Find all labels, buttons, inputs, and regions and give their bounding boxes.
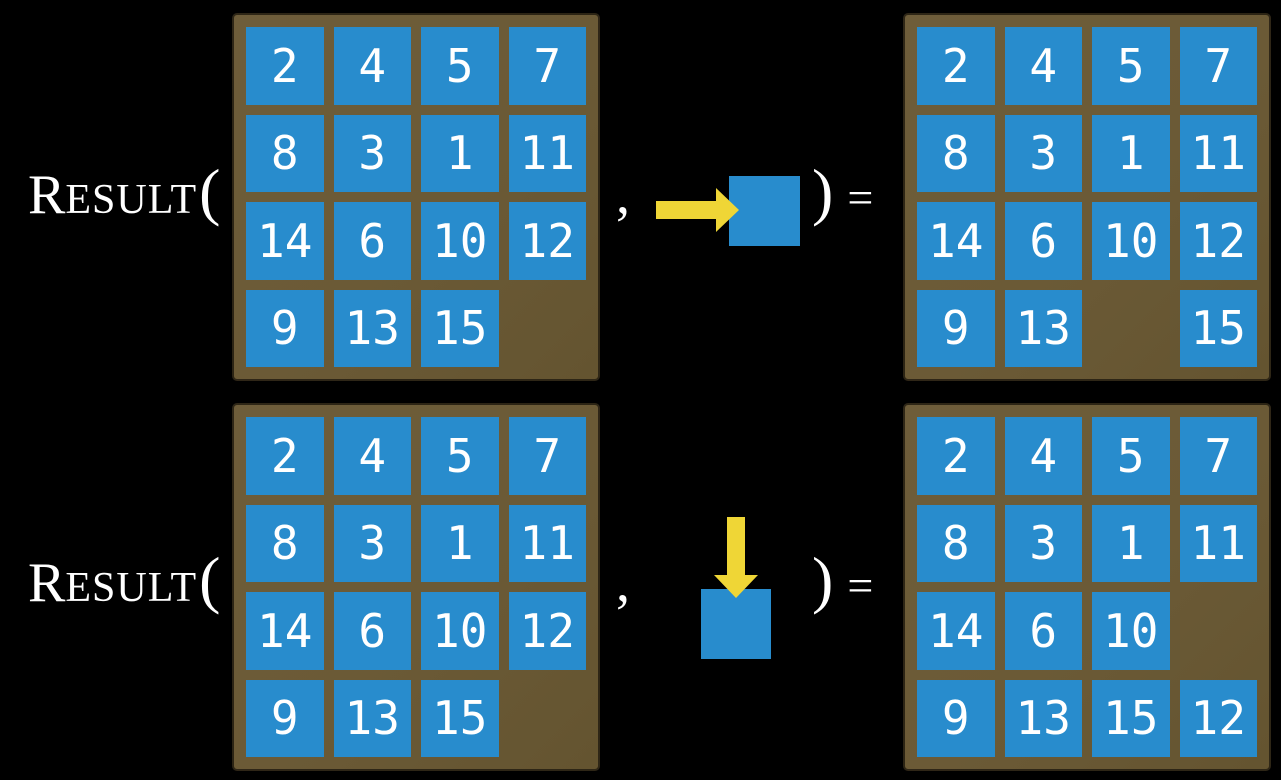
puzzle-tile: 4 [333,417,411,495]
result-label-initial: R [28,552,66,614]
puzzle-tile: 2 [246,417,324,495]
puzzle-tile: 1 [1092,114,1170,192]
blank-cell [1092,290,1170,368]
puzzle-tile: 5 [1092,27,1170,105]
blank-cell [509,290,587,368]
puzzle-tile: 4 [1004,27,1082,105]
puzzle-tile: 8 [246,504,324,582]
puzzle-tile: 8 [246,114,324,192]
puzzle-tile: 14 [246,592,324,670]
puzzle-tile: 10 [1092,592,1170,670]
close-paren: ) [812,544,834,615]
puzzle-tile: 9 [917,679,995,757]
result-label-rest: ESULT [65,177,198,223]
puzzle-tile: 14 [246,202,324,280]
puzzle-tile: 9 [246,679,324,757]
puzzle-tile: 2 [917,27,995,105]
puzzle-tile: 2 [246,27,324,105]
comma-separator: , [616,552,630,614]
puzzle-tile: 7 [1179,417,1257,495]
open-paren: ( [199,156,221,227]
puzzle-tile: 3 [333,114,411,192]
puzzle-tile: 3 [1004,504,1082,582]
puzzle-tile: 7 [1179,27,1257,105]
puzzle-tile: 15 [1092,679,1170,757]
puzzle-tile: 15 [421,289,499,367]
blank-square-icon [729,176,800,246]
puzzle-tile: 2 [917,417,995,495]
puzzle-tile: 3 [1004,114,1082,192]
puzzle-tile: 15 [421,679,499,757]
puzzle-tile: 4 [1004,417,1082,495]
close-paren: ) [812,156,834,227]
close-paren-equals: ) = [812,160,873,224]
blank-square-icon [701,589,771,659]
puzzle-tile: 10 [1092,202,1170,280]
puzzle-tile: 1 [1092,504,1170,582]
open-paren: ( [199,544,221,615]
equals-sign: = [847,560,874,611]
puzzle-tile: 8 [917,504,995,582]
puzzle-tile: 9 [917,289,995,367]
puzzle-tile: 11 [1179,114,1257,192]
puzzle-tile: 13 [1004,679,1082,757]
puzzle-tile: 1 [421,504,499,582]
puzzle-tile: 6 [333,202,411,280]
puzzle-tile: 8 [917,114,995,192]
puzzle-tile: 12 [508,592,586,670]
puzzle-tile: 15 [1179,289,1257,367]
puzzle-tile: 1 [421,114,499,192]
result-label-rest: ESULT [65,565,198,611]
puzzle-tile: 6 [1004,592,1082,670]
comma-separator: , [616,164,630,226]
puzzle-tile: 11 [1179,504,1257,582]
puzzle-tile: 13 [333,679,411,757]
puzzle-tile: 14 [917,202,995,280]
puzzle-tile: 13 [1004,289,1082,367]
close-paren-equals: ) = [812,548,873,612]
blank-cell [509,680,587,758]
puzzle-tile: 13 [333,289,411,367]
puzzle-tile: 7 [508,417,586,495]
puzzle-tile: 12 [1179,679,1257,757]
puzzle-tile: 4 [333,27,411,105]
puzzle-tile: 6 [333,592,411,670]
puzzle-tile: 7 [508,27,586,105]
result-label-initial: R [28,164,66,226]
arrow-right-icon [656,187,740,233]
puzzle-tile: 5 [1092,417,1170,495]
puzzle-tile: 10 [421,592,499,670]
blank-cell [1180,592,1258,670]
puzzle-tile: 10 [421,202,499,280]
puzzle-tile: 6 [1004,202,1082,280]
puzzle-tile: 5 [421,27,499,105]
puzzle-tile: 14 [917,592,995,670]
puzzle-tile: 3 [333,504,411,582]
puzzle-tile: 12 [508,202,586,280]
equals-sign: = [847,172,874,223]
puzzle-tile: 11 [508,504,586,582]
arrow-down-icon [713,517,759,599]
puzzle-tile: 11 [508,114,586,192]
puzzle-tile: 5 [421,417,499,495]
puzzle-tile: 9 [246,289,324,367]
puzzle-tile: 12 [1179,202,1257,280]
